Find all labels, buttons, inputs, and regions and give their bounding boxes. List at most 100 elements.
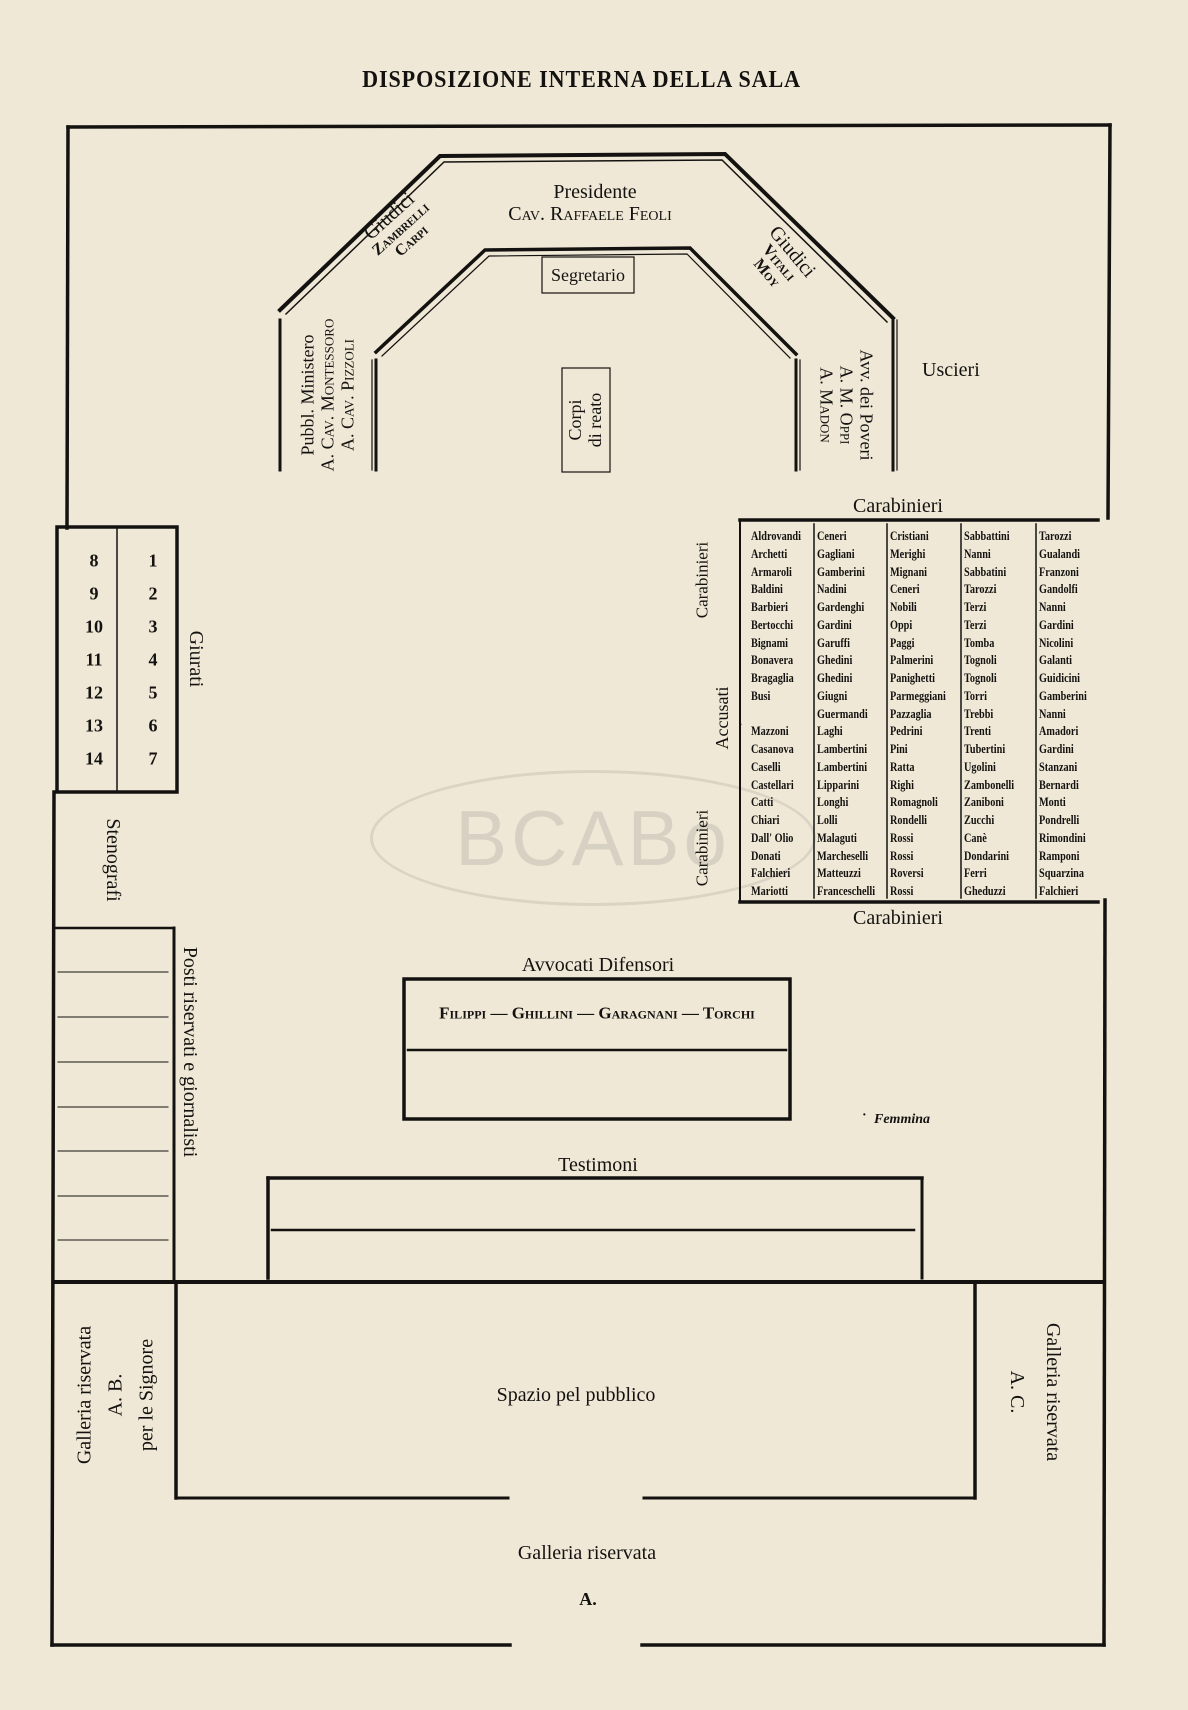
accusato-name: Falchieri [1039, 884, 1079, 898]
accusato-name: Paggi [890, 635, 915, 650]
accusato-name: Gardini [1039, 617, 1074, 632]
accusato-name: Gardenghi [817, 600, 865, 614]
accusato-name: Nanni [1039, 600, 1066, 614]
avvocati-poveri-group: Avv. dei Poveri A. M. Oppi A. Madon [816, 349, 877, 461]
accusato-name: Castellari [751, 777, 794, 792]
accusato-name: Amadori [1039, 724, 1079, 739]
avv-poveri-label: Avv. dei Poveri [856, 349, 877, 461]
giurato-number: 3 [148, 616, 158, 637]
accusato-name: Sabbattini [964, 529, 1010, 543]
accusato-name: Ugolini [964, 759, 996, 774]
accusato-name: Trebbi [964, 706, 994, 721]
avv-poveri-name-2: A. Madon [817, 367, 838, 443]
galleria-right-group: Galleria riservata A. C. [999, 1323, 1071, 1461]
carabinieri-top-label: Carabinieri [853, 495, 943, 517]
accusato-name: Gandolfi [1039, 582, 1078, 597]
accusato-name: Ferri [964, 866, 987, 881]
accusato-name: Panighetti [890, 671, 935, 685]
corpi-di-reato-label: Corpi di reato [565, 392, 606, 448]
accusato-name: Ratta [890, 759, 915, 774]
accusati-label: Accusati [712, 686, 733, 750]
accusato-name: Rossi [890, 884, 914, 898]
accusato-name: Terzi [964, 600, 987, 614]
carabinieri-bottom-label: Carabinieri [853, 907, 943, 929]
accusato-name: Gamberini [1039, 688, 1087, 703]
accusato-name: Dondarini [964, 848, 1010, 863]
watermark-stamp: BCABo [370, 770, 816, 906]
giurato-number: 4 [148, 649, 158, 670]
avvocati-box [402, 977, 792, 1121]
accusato-name: Aldrovandi [751, 529, 801, 543]
giurato-number: 11 [85, 649, 103, 670]
accusato-name: Garuffi [817, 635, 851, 650]
accusato-name: Gardini [817, 617, 852, 632]
accusato-name: Rondelli [890, 813, 928, 827]
accusato-name: Torri [964, 688, 987, 703]
mazzoni-dot: · [738, 718, 743, 733]
accusato-name: Mariotti [751, 884, 789, 898]
accusato-name: Mazzoni [751, 724, 789, 739]
accusato-name: Ghedini [817, 671, 853, 685]
accusato-name: Nanni [964, 546, 991, 561]
galleria-left-line-3: per le Signore [135, 1338, 158, 1452]
accusato-name: Falchieri [751, 866, 791, 881]
accusato-name: Canè [964, 830, 987, 845]
accusato-name: Gheduzzi [964, 884, 1006, 898]
accusato-name: Parmeggiani [890, 688, 946, 703]
accusato-name: Catti [751, 795, 774, 810]
accusato-name: Pini [890, 742, 908, 756]
accusato-name: Franceschelli [817, 884, 876, 898]
giurati-label: Giurati [185, 630, 207, 688]
accusato-name: Gagliani [817, 546, 855, 561]
accusato-name: Tubertini [964, 742, 1006, 756]
segretario-box [541, 256, 635, 294]
accusato-name: Lipparini [817, 777, 860, 792]
accusato-name: Tomba [964, 635, 995, 650]
accusato-name: Bignami [751, 635, 789, 650]
bench-outer-inner-line [284, 159, 889, 324]
accusato-name: Malaguti [817, 830, 857, 845]
avv-poveri-name-1: A. M. Oppi [836, 365, 857, 445]
accusato-name: Bonavera [751, 653, 794, 668]
accusato-name: Tognoli [964, 653, 997, 668]
corpi-line-2: di reato [585, 392, 605, 448]
accusato-name: Ceneri [890, 582, 920, 597]
accusato-name: Nanni [1039, 706, 1066, 721]
accusato-name: Mignani [890, 564, 928, 579]
accusato-name: Casanova [751, 742, 794, 756]
pm-label: Pubbl. Ministero [297, 334, 318, 456]
giurato-number: 14 [85, 748, 103, 769]
accusato-name: Nicolini [1039, 635, 1074, 650]
accusato-name: Cristiani [890, 529, 929, 543]
accusato-name: Matteuzzi [817, 866, 861, 881]
accusato-name: Palmerini [890, 653, 934, 668]
accusato-name: Lambertini [817, 759, 868, 774]
outer-wall-top [66, 123, 1112, 129]
giurato-number: 7 [148, 748, 158, 769]
accusato-name: Rossi [890, 848, 914, 863]
segretario-label: Segretario [551, 265, 625, 285]
accusato-name: Busi [751, 688, 771, 703]
accusato-name: Barbieri [751, 600, 789, 614]
accusato-name: Ghedini [817, 653, 853, 668]
galleria-bottom-label: Galleria riservata [517, 1542, 657, 1564]
galleria-bottom-mark: A. [579, 1589, 597, 1609]
giurato-number: 13 [85, 715, 103, 736]
giurato-number: 2 [148, 583, 158, 604]
accusato-name: Zaniboni [964, 795, 1004, 810]
avvocati-difensori-names: Filippi — Ghillini — Garagnani — Torchi [439, 1003, 755, 1023]
accusato-name: Pazzaglia [890, 706, 932, 721]
accusato-name: Galanti [1039, 653, 1073, 668]
outer-wall-left-upper [65, 125, 70, 530]
accusato-name: Franzoni [1039, 564, 1079, 579]
accusato-name: Giugni [817, 688, 848, 703]
accusato-name: Ceneri [817, 529, 847, 543]
accusato-name: Gamberini [817, 564, 865, 579]
giurato-number: 8 [89, 550, 99, 571]
posti-riservati-label: Posti riservati e giornalisti [179, 946, 201, 1158]
accusato-name: Roversi [890, 866, 924, 881]
accusato-name: Armaroli [751, 564, 792, 579]
carabinieri-side-top-label: Carabinieri [692, 541, 712, 619]
accusato-name: Romagnoli [890, 795, 938, 810]
accusato-name: Tarozzi [964, 582, 997, 597]
